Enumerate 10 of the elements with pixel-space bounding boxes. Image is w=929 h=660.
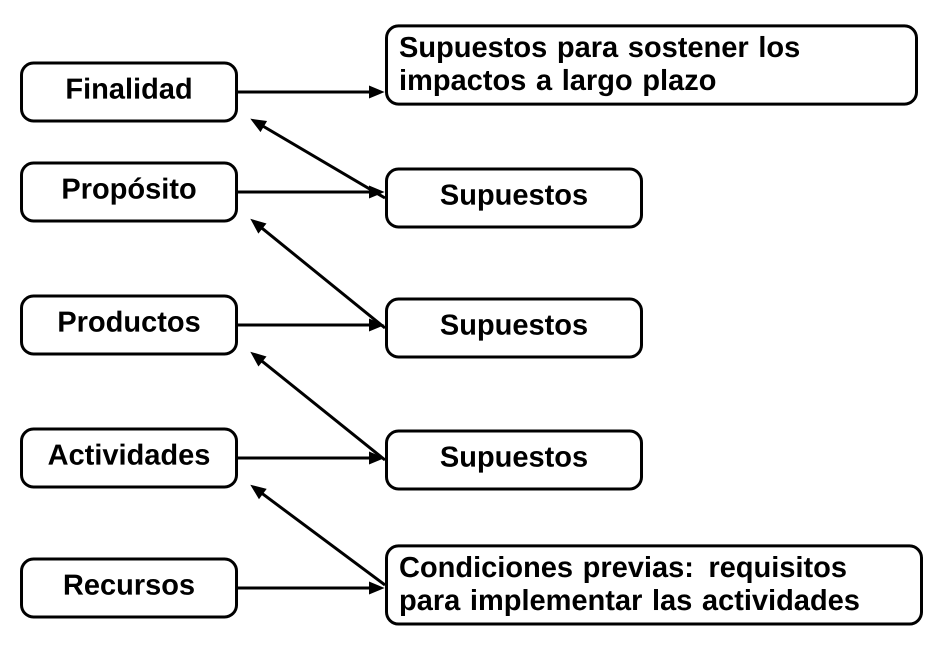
text-box: Productos [20, 294, 238, 356]
text-box: Propósito [20, 162, 238, 222]
text-box: Supuestos [385, 430, 643, 490]
text-box: Supuestos [385, 168, 643, 228]
text-box: Recursos [20, 558, 238, 618]
text-box: Supuestos [385, 298, 643, 358]
text-box: Condiciones previas: requisitos para implementar las actividades [385, 544, 923, 626]
text-box: Finalidad [20, 62, 238, 122]
text-box: Supuestos para sostener los impactos a largo plazo [385, 24, 918, 106]
text-box: Actividades [20, 428, 238, 488]
